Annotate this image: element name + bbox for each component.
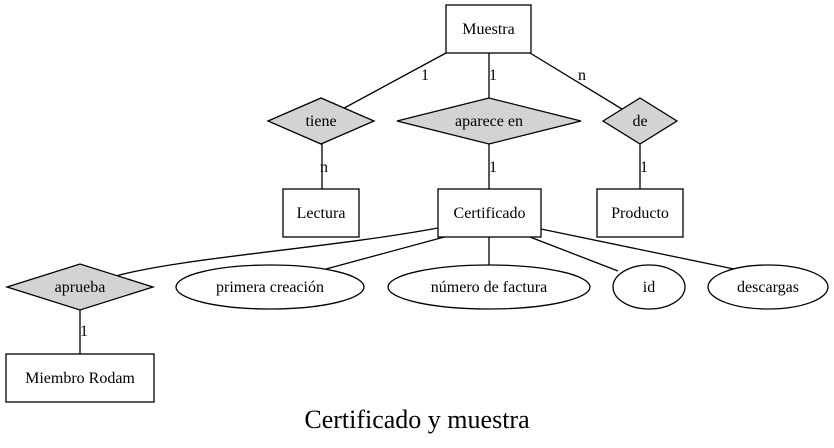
entity-producto-label: Producto bbox=[611, 205, 669, 222]
relation-de-label: de bbox=[632, 113, 647, 130]
relation-de: de bbox=[601, 97, 679, 145]
edge-certificado-id bbox=[529, 236, 619, 272]
relation-tiene-label: tiene bbox=[305, 113, 336, 130]
cardinalities: 1 1 n n 1 1 1 bbox=[80, 67, 648, 340]
edges bbox=[79, 52, 735, 354]
entity-certificado: Certificado bbox=[437, 188, 542, 238]
card-tiene-lectura: n bbox=[320, 159, 328, 176]
attribute-descargas-label: descargas bbox=[737, 279, 799, 296]
attribute-primera-creacion-label: primera creación bbox=[216, 279, 324, 296]
entity-lectura-label: Lectura bbox=[297, 205, 346, 222]
entity-muestra: Muestra bbox=[445, 4, 532, 54]
relation-aprueba-label: aprueba bbox=[55, 279, 106, 296]
diagram-caption: Certificado y muestra bbox=[304, 405, 530, 434]
relation-aprueba: aprueba bbox=[4, 263, 156, 311]
attribute-descargas: descargas bbox=[707, 264, 829, 310]
attribute-id-label: id bbox=[643, 279, 655, 296]
relation-aparece-en-label: aparece en bbox=[455, 113, 523, 130]
edge-certificado-primera-creacion bbox=[325, 235, 449, 270]
attribute-primera-creacion: primera creación bbox=[175, 264, 365, 310]
card-aprueba-miembro: 1 bbox=[80, 323, 88, 340]
attribute-numero-factura: número de factura bbox=[387, 264, 591, 310]
entity-miembro-rodam: Miembro Rodam bbox=[5, 353, 155, 403]
entity-miembro-rodam-label: Miembro Rodam bbox=[25, 370, 135, 387]
entity-muestra-label: Muestra bbox=[462, 21, 514, 38]
relation-aparece-en: aparece en bbox=[396, 97, 582, 145]
card-de-producto: 1 bbox=[640, 159, 648, 176]
relation-tiene: tiene bbox=[266, 97, 376, 145]
card-aparece-en-certificado: 1 bbox=[489, 159, 497, 176]
entity-certificado-label: Certificado bbox=[454, 205, 526, 222]
card-muestra-aparece-en: 1 bbox=[489, 67, 497, 84]
entity-producto: Producto bbox=[596, 188, 684, 238]
edge-certificado-descargas bbox=[540, 228, 735, 270]
edge-certificado-aprueba bbox=[115, 227, 439, 277]
attribute-id: id bbox=[612, 264, 686, 310]
card-muestra-tiene: 1 bbox=[421, 67, 429, 84]
card-muestra-de: n bbox=[578, 67, 586, 84]
attribute-numero-factura-label: número de factura bbox=[431, 279, 547, 296]
entity-lectura: Lectura bbox=[282, 188, 360, 238]
